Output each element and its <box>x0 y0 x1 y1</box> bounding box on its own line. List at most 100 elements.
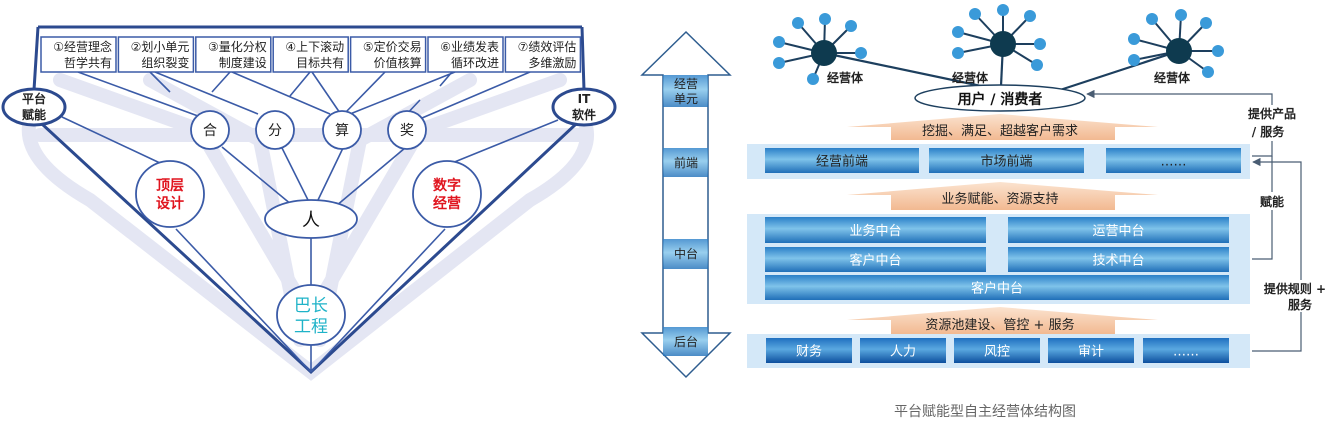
back-block: 审计 <box>1048 338 1134 363</box>
axis-label-front: 前端 <box>663 148 708 177</box>
band2-text: 业务赋能、资源支持 <box>941 191 1058 207</box>
back-block-label: …… <box>1173 345 1199 360</box>
back-block: 风控 <box>954 338 1040 363</box>
front-block: …… <box>1106 148 1241 173</box>
platform-label-2: 赋能 <box>22 107 46 122</box>
node-he-label: 合 <box>203 123 217 139</box>
principle-subtitle: 组织裂变 <box>141 55 189 70</box>
principle-title: ①经营理念 <box>53 39 112 54</box>
axis-label-back: 后台 <box>663 327 708 356</box>
back-block-label: 审计 <box>1078 345 1104 360</box>
band-arrow-1: 挖掘、满足、超越客户需求 <box>847 114 1158 140</box>
node-bazhang: 巴长 工程 <box>276 284 346 346</box>
band1-text: 挖掘、满足、超越客户需求 <box>922 123 1078 139</box>
satellite-node <box>1175 9 1187 21</box>
axis-middle-text: 中台 <box>674 246 698 261</box>
front-block-label: 经营前端 <box>816 154 868 170</box>
principle-subtitle: 制度建设 <box>219 55 267 70</box>
node-jiang: 奖 <box>387 110 427 150</box>
satellite-node <box>773 57 785 69</box>
satellite-node <box>1212 45 1224 57</box>
satellite-node <box>952 47 964 59</box>
entity-label-2: 经营体 <box>952 70 989 85</box>
it-label-1: IT <box>578 92 591 106</box>
entity-link <box>823 51 1001 92</box>
diamond-outline <box>32 25 586 375</box>
it-label-2: 软件 <box>572 107 596 122</box>
back-block-label: 财务 <box>796 344 822 360</box>
node-person: 人 <box>264 199 358 239</box>
satellite-node <box>855 47 867 59</box>
satellite-node <box>1128 33 1140 45</box>
back-block: …… <box>1143 338 1229 363</box>
front-block: 市场前端 <box>929 148 1084 173</box>
platform-label-1: 平台 <box>22 91 46 106</box>
satellite-node <box>1034 38 1046 50</box>
hub-node <box>990 31 1016 57</box>
digital-label-1: 数字 <box>433 177 461 194</box>
middle-block-label: 客户中台 <box>849 253 901 269</box>
satellite-node <box>1200 17 1212 29</box>
band-arrow-2: 业务赋能、资源支持 <box>847 182 1158 210</box>
node-digital-operation: 数字 经营 <box>412 160 482 228</box>
consumer-node: 用户 / 消费者 <box>914 84 1086 112</box>
principle-title: ⑤定价交易 <box>363 39 422 54</box>
hub-node <box>811 40 837 66</box>
satellite-node <box>792 17 804 29</box>
middle-block-label: 运营中台 <box>1092 224 1144 239</box>
axis-unit-2: 单元 <box>674 92 698 106</box>
node-it-software: IT 软件 <box>551 87 617 127</box>
node-platform: 平台 赋能 <box>1 87 67 127</box>
satellite-node <box>1146 13 1158 25</box>
middle-block-label: 技术中台 <box>1092 254 1144 269</box>
principle-subtitle: 价值核算 <box>374 55 422 70</box>
side-connectors: 提供产品 / 服务 赋能 提供规则 + 服务 <box>1086 89 1338 352</box>
operating-entity-1 <box>773 13 1001 92</box>
node-fen-label: 分 <box>268 123 282 139</box>
front-block-label: …… <box>1161 155 1187 170</box>
top-design-label-2: 设计 <box>156 195 184 212</box>
provide-product-2: / 服务 <box>1252 124 1286 139</box>
entity-label-3: 经营体 <box>1154 70 1191 85</box>
satellite-node <box>773 36 785 48</box>
front-block: 经营前端 <box>765 148 919 173</box>
principle-subtitle: 循环改进 <box>451 56 499 70</box>
principle-title: ②划小单元 <box>131 40 190 54</box>
satellite-node <box>819 13 831 25</box>
middle-block-label: 业务中台 <box>849 223 901 239</box>
platform-structure-diagram: 经营 单元 前端 中台 后台 经营体 经营体 经营体 用户 / 消费者 挖掘、满… <box>640 4 1338 420</box>
empower-label: 赋能 <box>1260 194 1284 209</box>
node-he: 合 <box>190 110 230 150</box>
middle-block: 运营中台 <box>1008 217 1229 243</box>
axis-back-text: 后台 <box>674 334 698 349</box>
hub-node <box>1166 38 1192 64</box>
satellite-node <box>997 4 1009 16</box>
connector-lines <box>61 71 559 373</box>
satellite-node <box>952 26 964 38</box>
back-block-label: 风控 <box>984 345 1010 360</box>
top-design-label-1: 顶层 <box>156 178 184 194</box>
principle-title: ④上下滚动 <box>285 39 344 54</box>
satellite-node <box>1128 54 1140 66</box>
provide-product-1: 提供产品 <box>1248 106 1296 121</box>
principle-title: ③量化分权 <box>208 40 267 54</box>
middle-block-label: 客户中台 <box>971 281 1023 297</box>
back-block: 人力 <box>860 338 946 363</box>
band-arrow-3: 资源池建设、管控 + 服务 <box>847 307 1158 334</box>
diamond-diagram: ①经营理念哲学共有②划小单元组织裂变③量化分权制度建设④上下滚动目标共有⑤定价交… <box>1 25 617 381</box>
back-block: 财务 <box>766 338 852 363</box>
node-suan: 算 <box>322 110 362 150</box>
satellite-node <box>1024 10 1036 22</box>
band3-text: 资源池建设、管控 + 服务 <box>925 317 1074 333</box>
principle-title: ⑥业绩发表 <box>440 39 499 54</box>
bazhang-label-1: 巴长 <box>294 296 328 316</box>
person-label: 人 <box>302 210 320 231</box>
middle-block: 技术中台 <box>1008 247 1229 272</box>
